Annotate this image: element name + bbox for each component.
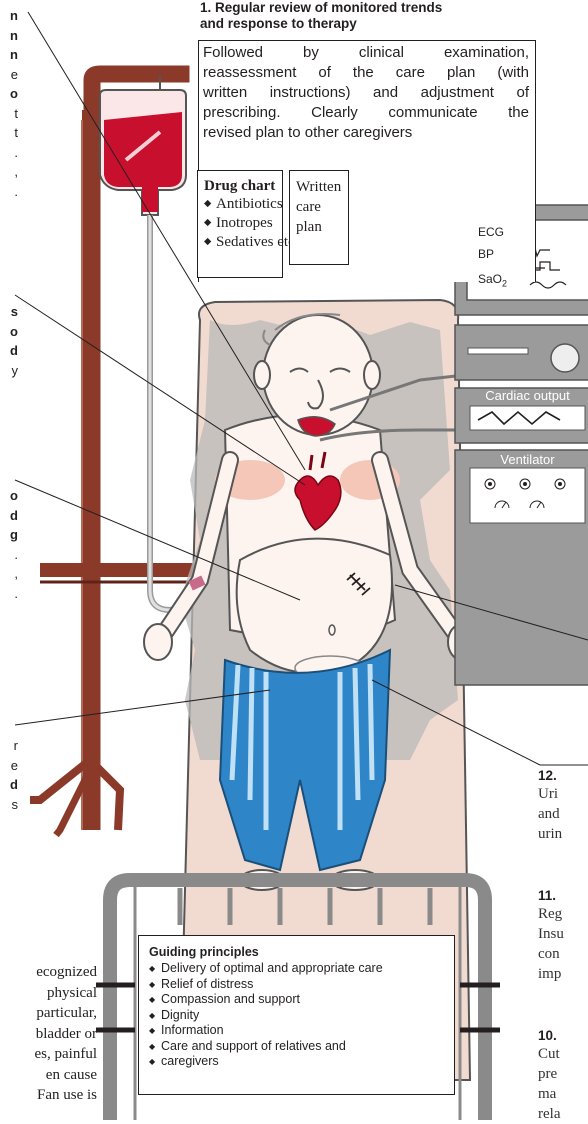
left-fragment: e — [0, 65, 18, 85]
cardiac-output-label: Cardiac output — [460, 388, 588, 403]
left-fragment: , — [0, 162, 18, 182]
care-plan-line: plan — [296, 217, 348, 237]
drug-chart-item: Sedatives etc. — [204, 233, 282, 252]
guiding-principle-item: caregivers — [149, 1054, 454, 1070]
left-fragment: d — [0, 775, 18, 795]
right-fragment-number: 11. — [538, 888, 588, 904]
bottom-left-line: physical — [0, 983, 97, 1004]
left-fragment: o — [0, 322, 18, 342]
section1-title-line2: and response to therapy — [200, 16, 585, 32]
left-fragment-group-4: r e d s — [0, 736, 18, 814]
guiding-principle-item: Relief of distress — [149, 977, 454, 993]
left-fragment: . — [0, 143, 18, 163]
left-fragment: n — [0, 26, 18, 46]
ventilator-label: Ventilator — [460, 452, 588, 467]
left-fragment: e — [0, 756, 18, 776]
bottom-left-line: Fan use is — [0, 1085, 97, 1106]
care-plan-box: Written care plan — [289, 170, 349, 265]
left-fragment: y — [0, 361, 18, 381]
guiding-principle-item: Delivery of optimal and appropriate care — [149, 961, 454, 977]
right-fragment-11: 11. Reg Insu con imp — [538, 888, 588, 984]
left-fragment: t — [0, 123, 18, 143]
right-fragment-line: urin — [538, 824, 588, 844]
left-fragment: r — [0, 736, 18, 756]
left-fragment: t — [0, 104, 18, 124]
guiding-principle-item: Compassion and support — [149, 992, 454, 1008]
guiding-principle-item: Information — [149, 1023, 454, 1039]
right-fragment-line: imp — [538, 964, 588, 984]
left-fragment: . — [0, 182, 18, 202]
guiding-principles-list: Delivery of optimal and appropriate care… — [149, 961, 454, 1070]
drug-chart-title: Drug chart — [204, 177, 282, 195]
guiding-principles-title: Guiding principles — [149, 944, 454, 960]
care-plan-line: care — [296, 197, 348, 217]
left-fragment: s — [0, 302, 18, 322]
left-fragment: g — [0, 525, 18, 545]
guiding-principle-item: Care and support of relatives and — [149, 1039, 454, 1055]
left-fragment: d — [0, 506, 18, 526]
right-fragment-line: Cut — [538, 1044, 588, 1064]
ecg-label: ECG — [478, 225, 504, 239]
section1-body-line: written instructions) and adjustment of — [203, 83, 529, 103]
section1-title: 1. Regular review of monitored trends an… — [200, 0, 585, 32]
bottom-left-line: ecognized — [0, 962, 97, 983]
right-fragment-line: rela — [538, 1104, 588, 1124]
right-fragment-line: Reg — [538, 904, 588, 924]
left-fragment: , — [0, 564, 18, 584]
right-fragment-line: Uri — [538, 784, 588, 804]
left-fragment: n — [0, 45, 18, 65]
sao2-label: SaO2 — [478, 272, 507, 288]
right-fragment-line: ma — [538, 1084, 588, 1104]
right-fragment-number: 10. — [538, 1028, 588, 1044]
right-fragment-number: 12. — [538, 768, 588, 784]
guiding-principle-item: Dignity — [149, 1008, 454, 1024]
left-fragment: . — [0, 545, 18, 565]
left-fragment-group-3: o d g . , . — [0, 486, 18, 603]
left-fragment-group-2: s o d y — [0, 302, 18, 380]
right-fragment-12: 12. Uri and urin — [538, 768, 588, 844]
right-fragment-line: and — [538, 804, 588, 824]
left-fragment: . — [0, 584, 18, 604]
drug-chart-list: Antibiotics Inotropes Sedatives etc. — [204, 195, 282, 252]
bottom-left-paragraph: ecognized physical particular, bladder o… — [0, 962, 97, 1106]
right-fragment-10: 10. Cut pre ma rela — [538, 1028, 588, 1124]
section1-body-line: reassessment of the care plan (with — [203, 63, 529, 83]
section1-body-line: revised plan to other caregivers — [203, 123, 529, 143]
left-fragment: o — [0, 84, 18, 104]
left-fragment: d — [0, 341, 18, 361]
section1-body-line: prescribing. Clearly communicate the — [203, 103, 529, 123]
guiding-principles-box: Guiding principles Delivery of optimal a… — [138, 935, 455, 1095]
bp-label: BP — [478, 247, 494, 261]
left-fragment-group-1: n n n e o t t . , . — [0, 6, 18, 201]
drug-chart-box: Drug chart Antibiotics Inotropes Sedativ… — [197, 170, 283, 278]
left-fragment: n — [0, 6, 18, 26]
section1-title-line1: 1. Regular review of monitored trends — [200, 0, 585, 16]
right-fragment-line: pre — [538, 1064, 588, 1084]
iv-bag — [100, 75, 190, 610]
care-plan-line: Written — [296, 177, 348, 197]
bottom-left-line: es, painful — [0, 1044, 97, 1065]
drug-chart-item: Inotropes — [204, 214, 282, 233]
section1-body-line: Followed by clinical examination, — [203, 43, 529, 63]
bottom-left-line: bladder or — [0, 1024, 97, 1045]
left-fragment: s — [0, 795, 18, 815]
left-fragment: o — [0, 486, 18, 506]
right-fragment-line: Insu — [538, 924, 588, 944]
right-fragment-line: con — [538, 944, 588, 964]
bottom-left-line: en cause — [0, 1065, 97, 1086]
drug-chart-item: Antibiotics — [204, 195, 282, 214]
bottom-left-line: particular, — [0, 1003, 97, 1024]
